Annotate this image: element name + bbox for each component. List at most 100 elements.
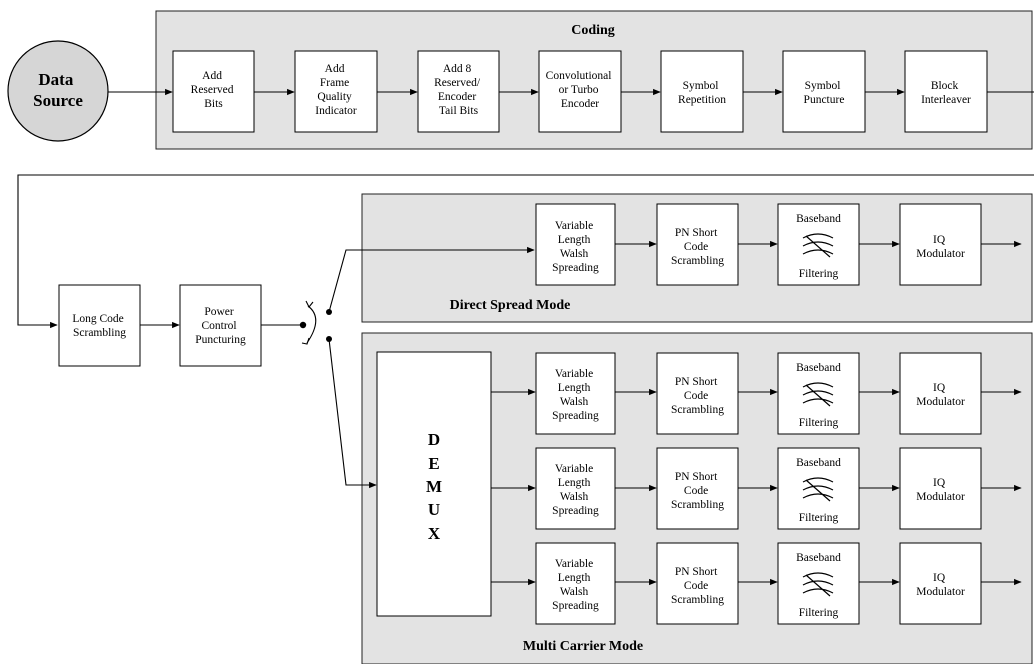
block-label-line: Quality [317,91,352,103]
block-label-line: Repetition [678,94,726,106]
block-label-line: Filtering [799,607,839,619]
iq-modulator-block: IQ Modulator [899,447,982,530]
svg-text:IQ Modulator: IQ Modulator [916,477,965,503]
coding-block: Symbol Repetition [660,50,744,133]
lowpass-filter-icon [802,477,834,502]
coding-block: Add 8 Reserved/ Encoder Tail Bits [417,50,500,133]
block-label-line: Symbol [805,80,841,92]
svg-text:PN Short Code: PN Short Code Scrambling [671,566,724,606]
svg-text:PN Short Code: PN Short Code Scrambling [671,376,724,416]
coding-block: Block Interleaver [904,50,988,133]
block-label-line: Bits [204,98,223,110]
svg-text:PN Short Code: PN Short Code Scrambling [671,471,724,511]
lowpass-filter-icon [802,382,834,407]
block-label-line: Encoder [561,98,599,110]
block-label-line: Scrambling [671,499,724,511]
power-control-puncturing-block: Power Control Puncturing [179,284,262,367]
block-label-line: IQ [933,477,946,489]
pn-short-code-block: PN Short Code Scrambling [656,203,739,286]
block-label-line: Add 8 [443,63,472,75]
block-label-line: Power [204,306,234,318]
block-label-line: Walsh [560,491,589,503]
block-label-line: Modulator [916,491,965,503]
coding-block: Add Frame Quality Indicator [294,50,378,133]
pn-short-code-block: PN Short Code Scrambling [656,447,739,530]
block-label-line: Symbol [683,80,719,92]
pn-short-code-block: PN Short Code Scrambling [656,542,739,625]
svg-text:Power Control Punc: Power Control Puncturing [195,306,246,346]
walsh-spreading-block: Variable Length Walsh Spreading [535,352,616,435]
svg-text:Add Frame Quality: Add Frame Quality Indicator [315,63,357,117]
carrier-chain: Variable Length Walsh Spreading PN Short… [491,542,1022,625]
carrier-chain: Variable Length Walsh Spreading PN Short… [491,447,1022,530]
direct-spread-title: Direct Spread Mode [450,298,571,313]
block-label-line: Add [202,70,222,82]
block-label-line: Indicator [315,105,357,117]
block-label-line: Scrambling [671,255,724,267]
svg-text:IQ Modulator: IQ Modulator [916,234,965,260]
block-label-line: Filtering [799,417,839,429]
baseband-filtering-block: Baseband Filtering [777,352,860,435]
block-label-line: PN Short [675,566,718,578]
block-label-line: Scrambling [671,594,724,606]
mode-switch-icon [299,300,317,345]
block-label-line: Code [684,485,708,497]
direct-spread-chain: Variable Length Walsh Spreading PN Short… [535,203,1022,286]
block-label-line: Baseband [796,213,841,225]
block-label-line: Puncturing [195,334,246,346]
svg-text:Long Code Scrambling: Long Code Scrambling [72,313,126,339]
block-label-line: PN Short [675,376,718,388]
block-label-line: Filtering [799,268,839,280]
walsh-spreading-block: Variable Length Walsh Spreading [535,203,616,286]
block-label-line: Modulator [916,586,965,598]
walsh-spreading-block: Variable Length Walsh Spreading [535,447,616,530]
block-label-line: Scrambling [671,404,724,416]
block-label-line: IQ [933,234,946,246]
svg-text:Variable Length: Variable Length Walsh Spreading [552,558,599,612]
svg-text:Symbol Puncture: Symbol Puncture [804,80,845,106]
block-label-line: Add [325,63,345,75]
svg-text:Variable Length: Variable Length Walsh Spreading [552,220,599,274]
coding-block: Symbol Puncture [782,50,866,133]
block-label-line: Puncture [804,94,845,106]
demux-block: D E M U X [376,351,492,617]
block-label-line: Length [558,572,591,584]
walsh-spreading-block: Variable Length Walsh Spreading [535,542,616,625]
block-label-line: Interleaver [921,94,971,106]
coding-title: Coding [571,23,615,38]
block-label-line: Code [684,580,708,592]
block-label-line: Code [684,241,708,253]
coding-block: Convolutional or Turbo Encoder [538,50,622,133]
block-label-line: Spreading [552,600,599,612]
data-source-label: Data Source [33,70,83,110]
demux-letter: U [428,500,440,519]
svg-text:PN Short Code: PN Short Code Scrambling [671,227,724,267]
block-label-line: Scrambling [73,327,126,339]
svg-text:Block Interleaver: Block Interleaver [921,80,971,106]
iq-modulator-block: IQ Modulator [899,542,982,625]
block-label-line: PN Short [675,227,718,239]
block-label-line: Variable [555,463,593,475]
block-label-line: Variable [555,368,593,380]
block-label-line: Block [931,80,959,92]
block-label-line: Baseband [796,457,841,469]
block-label-line: Long Code [72,313,123,325]
block-label-line: Frame [320,77,349,89]
block-label-line: Reserved/ [434,77,481,89]
block-label-line: Modulator [916,248,965,260]
iq-modulator-block: IQ Modulator [899,203,982,286]
data-source-node [7,40,109,142]
wrap-around-wire [17,174,1034,329]
block-label-line: Spreading [552,505,599,517]
block-label-line: Filtering [799,512,839,524]
switch-wire-multi [328,338,377,489]
svg-text:Symbol Repetition: Symbol Repetition [678,80,726,106]
demux-letter: D [428,430,440,449]
long-code-scrambling-block: Long Code Scrambling [58,284,141,367]
block-label-line: Modulator [916,396,965,408]
block-label-line: Length [558,234,591,246]
coding-block: Add Reserved Bits [172,50,255,133]
svg-text:Add 8 Reserved/ En: Add 8 Reserved/ Encoder Tail Bits [434,63,483,117]
block-label-line: Encoder [438,91,476,103]
